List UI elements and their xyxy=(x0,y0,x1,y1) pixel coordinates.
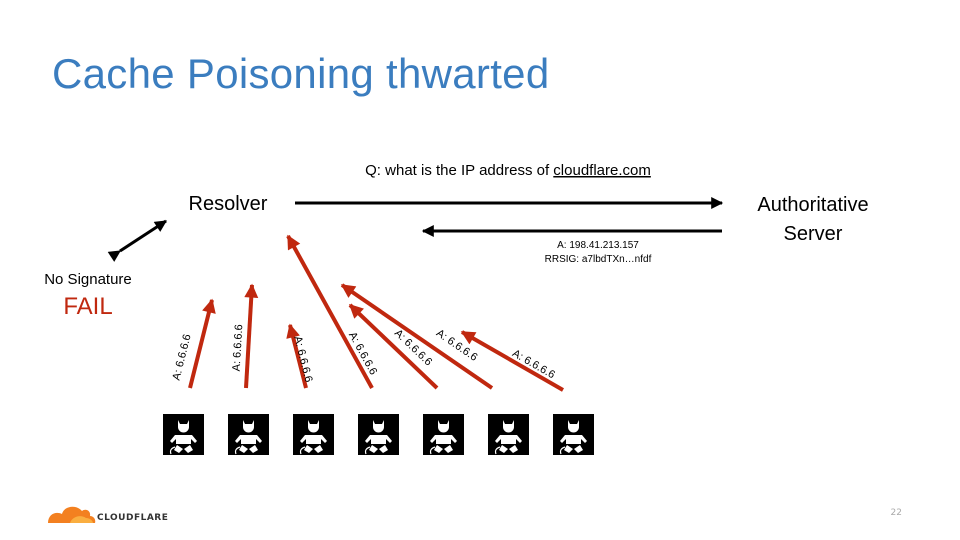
query-text: Q: what is the IP address of cloudflare.… xyxy=(365,162,651,179)
attack-label: A: 6.6.6.6 xyxy=(291,335,314,384)
devil-baby-icon xyxy=(163,414,204,455)
answer-rrsig: RRSIG: a7lbdTXn…nfdf xyxy=(545,254,652,265)
devil-baby-icon xyxy=(358,414,399,455)
authoritative-label: Authoritative xyxy=(757,194,868,216)
attack-arrow xyxy=(340,283,494,390)
attack-arrow xyxy=(188,298,216,389)
answer-a-record: A: 198.41.213.157 xyxy=(557,240,639,251)
devil-baby-icon xyxy=(423,414,464,455)
devil-baby-icon xyxy=(228,414,269,455)
devil-baby-icon xyxy=(293,414,334,455)
attack-label: A: 6.6.6.6 xyxy=(171,333,194,382)
double-arrow xyxy=(107,219,168,262)
logo-text: CLOUDFLARE xyxy=(97,513,168,523)
attack-arrow xyxy=(286,323,308,389)
attack-label: A: 6.6.6.6 xyxy=(231,324,246,372)
attack-arrows: A: 6.6.6.6 A: 6.6.6.6 A: 6.6.6.6 A: 6.6.6.6… xyxy=(171,234,564,392)
server-label: Server xyxy=(784,223,843,245)
attack-arrow xyxy=(286,234,374,389)
attackers xyxy=(163,414,594,455)
devil-baby-icon xyxy=(488,414,529,455)
devil-baby-icon xyxy=(553,414,594,455)
attack-arrow xyxy=(244,283,259,389)
attack-arrow xyxy=(348,303,439,390)
no-signature-label: No Signature xyxy=(44,271,132,288)
resolver-label: Resolver xyxy=(189,193,268,215)
cloudflare-logo: CLOUDFLARE xyxy=(48,506,168,523)
attack-label: A: 6.6.6.6 xyxy=(434,327,480,364)
attack-arrow xyxy=(460,330,564,392)
slide-title: Cache Poisoning thwarted xyxy=(52,50,550,97)
fail-label: FAIL xyxy=(63,293,112,320)
page-number: 22 xyxy=(890,508,902,518)
